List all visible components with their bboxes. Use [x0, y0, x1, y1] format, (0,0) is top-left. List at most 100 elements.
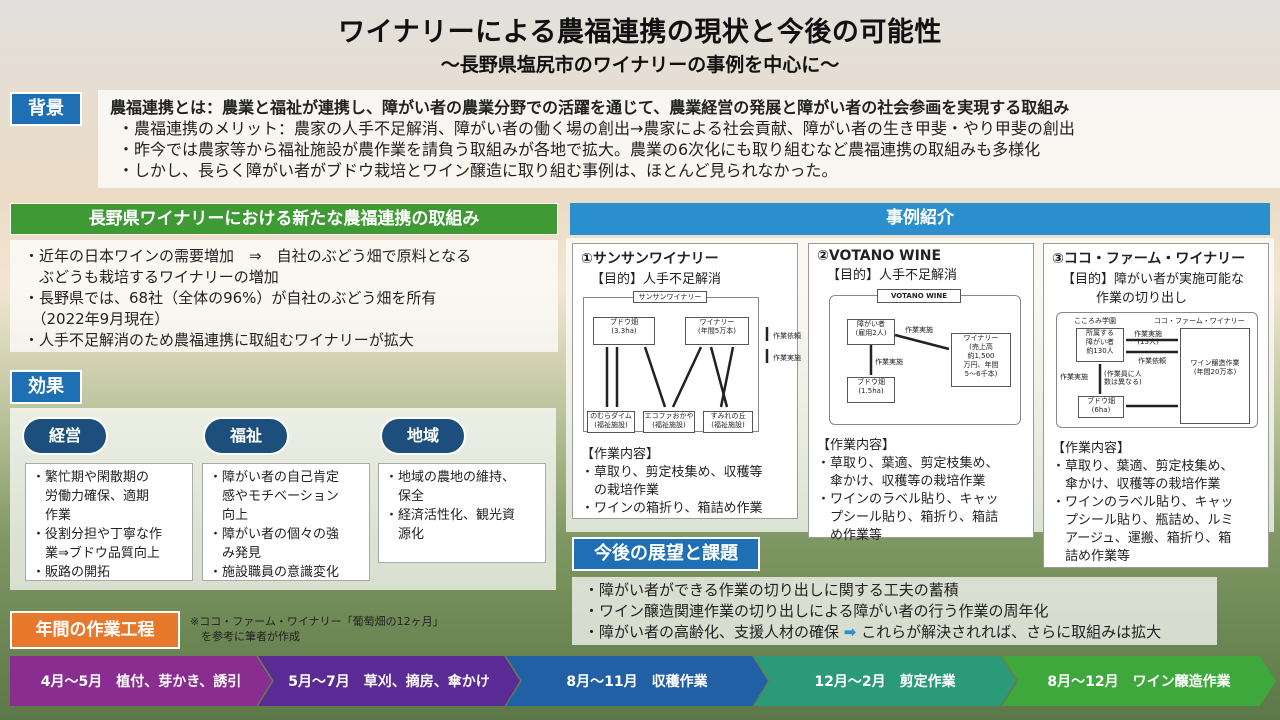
background-lead: 農福連携とは：農業と福祉が連携し、障がい者の農業分野での活躍を通じて、農業経営の… — [110, 98, 1070, 117]
effect-pill-management: 経営 — [22, 417, 108, 455]
effect-box-management: ・繁忙期や閑散期の 労働力確保、適期 作業 ・役割分担や丁寧な作 業⇒ブドウ品質… — [25, 463, 193, 581]
background-item: ・昨今では農家等から福祉施設が農作業を請負う取組みが各地で拡大。農業の6次化にも… — [118, 140, 1041, 159]
diagram-box: 所属する障がい者約130人 — [1076, 328, 1124, 362]
effect-box-welfare: ・障がい者の自己肯定 感やモチベーション 向上 ・障がい者の個々の強 み発見 ・… — [202, 463, 370, 581]
future-label: 今後の展望と課題 — [572, 537, 760, 571]
diagram-label: 作業実施 — [905, 326, 933, 334]
effect-pill-region: 地域 — [380, 417, 466, 455]
diagram-arrows — [869, 333, 950, 375]
annual-note: ※ココ・ファーム・ワイナリー「葡萄畑の12ヶ月」 を参考に筆者が作成 — [190, 615, 444, 643]
case-work-item: ・草取り、葉適、剪定枝集め、 — [1052, 459, 1234, 474]
case-work-item: ・草取り、剪定枝集め、収穫等 — [581, 465, 763, 480]
diagram-arrows — [1098, 338, 1178, 408]
effect-item: 感やモチベーション — [209, 489, 339, 504]
case-work-item: ・草取り、葉適、剪定枝集め、 — [817, 456, 999, 471]
diagram-box: ワイナリー(年間5万本) — [685, 317, 749, 345]
case-work-title: 【作業内容】 — [581, 447, 660, 462]
diagram-box: エコファおかや(福祉施設) — [643, 411, 695, 433]
case-work-item: 傘かけ、収穫等の栽培作業 — [1052, 477, 1221, 492]
effect-item: ・役割分担や丁寧な作 — [32, 527, 163, 542]
future-item: ・障がい者ができる作業の切り出しに関する工夫の蓄積 — [584, 581, 959, 599]
case-work-item: の栽培作業 — [581, 483, 660, 498]
diagram-box: 障がい者(雇用2人) — [847, 319, 895, 345]
right-arrow-icon: ➡ — [843, 623, 857, 641]
diagram-label: こころみ学園 — [1074, 317, 1116, 325]
case-title: ①サンサンワイナリー — [581, 251, 719, 267]
effects-label: 効果 — [10, 370, 82, 404]
effect-item: み発見 — [209, 546, 262, 561]
case-goal: 【目的】人手不足解消 — [827, 268, 958, 283]
diagram-box: ブドウ畑(6ha) — [1078, 396, 1124, 418]
case-work-item: アージュ、運搬、箱折り、箱 — [1052, 531, 1232, 546]
case-work-item: ・ワインの箱折り、箱詰め作業 — [581, 501, 763, 516]
diagram-label: 作業実施 — [875, 358, 903, 366]
diagram-label: (作業員に人数は異なる) — [1104, 370, 1142, 386]
future-panel: ・障がい者ができる作業の切り出しに関する工夫の蓄積 ・ワイン醸造関連作業の切り出… — [572, 577, 1217, 645]
case-work-item: プシール貼り、瓶詰め、ルミ — [1052, 513, 1234, 528]
nagano-item: ・人手不足解消のため農福連携に取組むワイナリーが拡大 — [24, 331, 414, 349]
page-title: ワイナリーによる農福連携の現状と今後の可能性 — [338, 17, 942, 48]
case-work-item: 詰め作業等 — [1052, 549, 1131, 564]
effect-item: ・販路の開拓 — [32, 565, 111, 580]
diagram-label: ココ・ファーム・ワイナリー — [1154, 317, 1245, 325]
diagram-box: すみれの丘(福祉施設) — [703, 411, 753, 433]
timeline-step: 4月～5月 植付、芽かき、誘引 — [10, 656, 272, 706]
diagram-legend: 作業依頼 — [773, 332, 801, 340]
effect-item: ・障がい者の個々の強 — [209, 527, 340, 542]
nagano-item: ・長野県では、68社（全体の96%）が自社のぶどう畑を所有 — [24, 289, 437, 307]
case-card-votano: ②VOTANO WINE 【目的】人手不足解消 VOTANO WINE 障がい者… — [808, 243, 1034, 543]
nagano-heading: 長野県ワイナリーにおける新たな農福連携の取組み — [10, 203, 558, 235]
diagram-label: 作業依頼 — [1138, 357, 1166, 365]
effect-item: 保全 — [385, 489, 425, 504]
case-goal: 作業の切り出し — [1096, 291, 1188, 306]
case-diagram: こころみ学園 ココ・ファーム・ワイナリー 所属する障がい者約130人 ワイン醸造… — [1052, 312, 1260, 440]
case-goal: 【目的】障がい者が実施可能な — [1062, 272, 1245, 287]
timeline-step: 5月～7月 草刈、摘房、傘かけ — [258, 656, 520, 706]
page-subtitle: ～長野県塩尻市のワイナリーの事例を中心に～ — [440, 54, 840, 76]
case-diagram: サンサンワイナリー ブドウ畑(3.3ha) ワイナリー(年間5万本) のむらダイ… — [581, 291, 801, 446]
effect-item: 業⇒ブドウ品質向上 — [32, 546, 160, 561]
effect-item: 作業 — [32, 508, 72, 523]
annual-label: 年間の作業工程 — [10, 611, 180, 649]
case-work-item: め作業等 — [817, 528, 883, 543]
effect-pill-welfare: 福祉 — [203, 417, 289, 455]
future-item: ・障がい者の高齢化、支援人材の確保 ➡ これらが解決されれば、さらに取組みは拡大 — [584, 623, 1162, 641]
case-work-title: 【作業内容】 — [817, 438, 896, 453]
case-work-title: 【作業内容】 — [1052, 441, 1131, 456]
effect-box-region: ・地域の農地の維持、 保全 ・経済活性化、観光資 源化 — [378, 463, 546, 563]
case-work-item: ・ワインのラベル貼り、キャッ — [817, 492, 999, 507]
nagano-panel: ・近年の日本ワインの需要増加 ⇒ 自社のぶどう畑で原料となる ぶどうも栽培するワ… — [10, 240, 558, 352]
effect-item: ・経済活性化、観光資 — [385, 508, 516, 523]
timeline-step: 12月～2月 剪定作業 — [754, 656, 1016, 706]
effect-item: ・障がい者の自己肯定 — [209, 470, 340, 485]
background-panel: 農福連携とは：農業と福祉が連携し、障がい者の農業分野での活躍を通じて、農業経営の… — [98, 90, 1280, 188]
effect-item: 源化 — [385, 527, 425, 542]
background-item: ・農福連携のメリット：農家の人手不足解消、障がい者の働く場の創出→農家による社会… — [118, 119, 1075, 138]
effect-item: 向上 — [209, 508, 249, 523]
nagano-item: （2022年9月現在） — [24, 310, 170, 328]
diagram-label: 作業実施(15人) — [1134, 330, 1162, 346]
case-title: ②VOTANO WINE — [817, 248, 942, 264]
diagram-box: のむらダイム(福祉施設) — [587, 411, 635, 433]
case-title: ③ココ・ファーム・ワイナリー — [1052, 251, 1246, 267]
effect-item: ・地域の農地の維持、 — [385, 470, 516, 485]
case-work-item: プシール貼り、箱折り、箱詰 — [817, 510, 998, 525]
diagram-box: ワイン醸造作業(年間20万本) — [1180, 328, 1250, 424]
annual-timeline: 4月～5月 植付、芽かき、誘引 5月～7月 草刈、摘房、傘かけ 8月～11月 収… — [10, 656, 1276, 706]
diagram-arrows — [605, 327, 769, 408]
diagram-box: VOTANO WINE — [877, 289, 961, 303]
case-work-item: ・ワインのラベル貼り、キャッ — [1052, 495, 1234, 510]
timeline-step: 8月～12月 ワイン醸造作業 — [1002, 656, 1276, 706]
background-item: ・しかし、長らく障がい者がブドウ栽培とワイン醸造に取り組む事例は、ほとんど見られ… — [118, 161, 838, 180]
future-item: ・ワイン醸造関連作業の切り出しによる障がい者の行う作業の周年化 — [584, 602, 1049, 620]
cases-heading: 事例紹介 — [570, 203, 1270, 235]
diagram-label: 作業実施 — [1060, 373, 1088, 381]
diagram-legend: 作業実施 — [773, 354, 801, 362]
effect-item: ・繁忙期や閑散期の — [32, 470, 150, 485]
effect-item: ・施設職員の意識変化 — [209, 565, 340, 580]
nagano-item: ぶどうも栽培するワイナリーの増加 — [24, 268, 279, 286]
background-label: 背景 — [10, 92, 82, 126]
case-card-cocofarm: ③ココ・ファーム・ワイナリー 【目的】障がい者が実施可能な 作業の切り出し ここ… — [1043, 243, 1269, 568]
